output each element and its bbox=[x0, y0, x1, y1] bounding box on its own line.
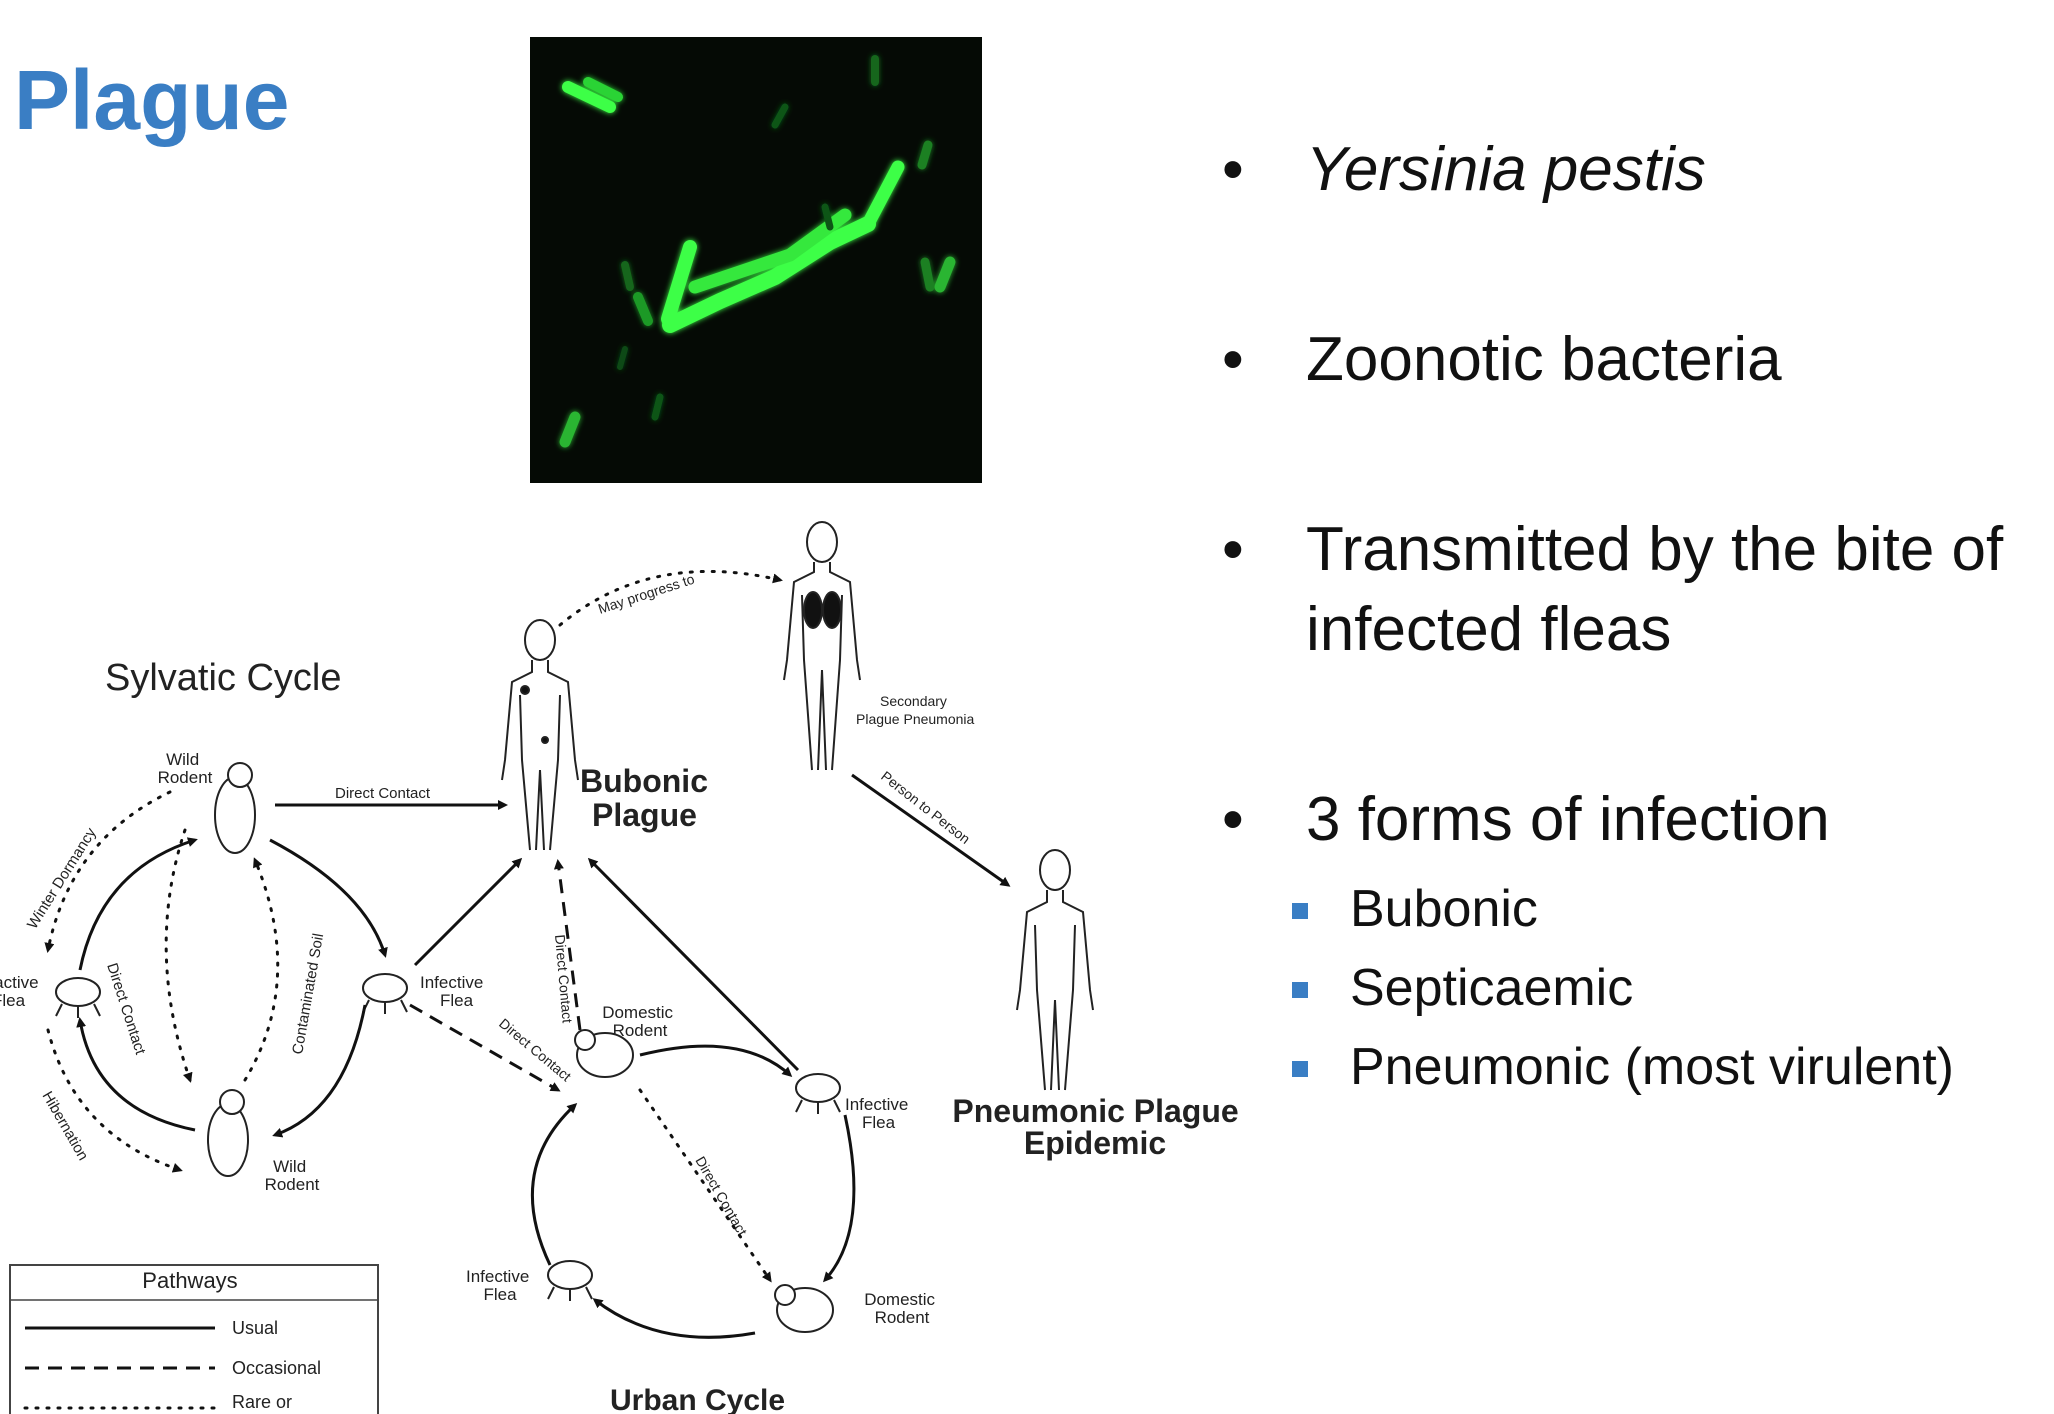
occasional-pathway-arrows bbox=[409, 859, 582, 1092]
direct-contact-diag-label: Direct Contact bbox=[496, 1015, 574, 1084]
inactive-flea-label: Inactive Flea bbox=[0, 973, 43, 1010]
bullet-text: Transmitted by the bite of infected flea… bbox=[1306, 515, 2004, 664]
pneumonic-epidemic-human-figure bbox=[1016, 849, 1094, 1091]
contaminated-soil-label: Contaminated Soil bbox=[289, 932, 327, 1056]
slide-title: Plague bbox=[14, 53, 290, 147]
sub-bullet-text: Pneumonic (most virulent) bbox=[1350, 1038, 1954, 1096]
sub-bullet-text: Septicaemic bbox=[1350, 959, 1634, 1017]
pneumonic-epidemic-label: Pneumonic Plague Epidemic bbox=[952, 1093, 1247, 1161]
infective-flea-left-label: Infective Flea bbox=[466, 1267, 534, 1304]
bullet-dot: • bbox=[1222, 515, 1244, 584]
domestic-rodent-bottom-label: Domestic Rodent bbox=[864, 1290, 940, 1327]
direct-contact-left-label: Direct Contact bbox=[103, 961, 149, 1057]
bubonic-plague-label: Bubonic Plague bbox=[580, 763, 717, 833]
bullet-text: Yersinia pestis bbox=[1306, 135, 1706, 204]
form-pneumonic: Pneumonic (most virulent) bbox=[1290, 1028, 2054, 1107]
inactive-flea-icon bbox=[55, 977, 101, 1018]
wild-rodent-top-label: Wild Rodent bbox=[158, 750, 213, 787]
bullet-type: • Zoonotic bacteria bbox=[1220, 320, 2054, 400]
square-bullet-icon bbox=[1292, 982, 1308, 998]
bullet-transmission: • Transmitted by the bite of infected fl… bbox=[1220, 510, 2054, 670]
wild-rodent-bottom-icon bbox=[207, 1089, 249, 1177]
usual-pathway-arrows bbox=[76, 773, 1011, 1339]
person-to-person-label: Person to Person bbox=[878, 768, 973, 847]
domestic-rodent-label: Domestic Rodent bbox=[602, 1003, 678, 1040]
infective-flea-icon bbox=[362, 973, 408, 1014]
direct-contact-top-label: Direct Contact bbox=[335, 785, 431, 802]
infective-flea-right-label: Infective Flea bbox=[845, 1095, 913, 1132]
urban-cycle-label: Urban Cycle bbox=[610, 1384, 785, 1414]
bullet-text: 3 forms of infection bbox=[1306, 785, 1830, 854]
square-bullet-icon bbox=[1292, 903, 1308, 919]
wild-rodent-top-icon bbox=[214, 762, 256, 854]
sylvatic-cycle-label: Sylvatic Cycle bbox=[105, 657, 342, 699]
legend-rare: Rare or bbox=[232, 1392, 292, 1412]
bullet-dot: • bbox=[1222, 785, 1244, 854]
bullet-organism: • Yersinia pestis bbox=[1220, 130, 2054, 210]
bullet-dot: • bbox=[1222, 325, 1244, 394]
bullet-list: • Yersinia pestis • Zoonotic bacteria • … bbox=[1220, 130, 2054, 1107]
rare-pathway-arrows bbox=[44, 570, 783, 1283]
secondary-pneumonia-human-figure bbox=[783, 521, 861, 771]
form-septicaemic: Septicaemic bbox=[1290, 949, 2054, 1028]
sub-bullet-text: Bubonic bbox=[1350, 880, 1538, 938]
secondary-pneumonia-label: Secondary Plague Pneumonia bbox=[856, 693, 975, 727]
infective-flea-left-icon bbox=[547, 1260, 593, 1301]
forms-sublist: Bubonic Septicaemic Pneumonic (most viru… bbox=[1220, 870, 2054, 1107]
legend-usual: Usual bbox=[232, 1318, 278, 1338]
infective-flea-label: Infective Flea bbox=[420, 973, 488, 1010]
bubonic-human-figure bbox=[501, 619, 579, 851]
infective-flea-right-icon bbox=[795, 1073, 841, 1114]
bacteria-micrograph bbox=[530, 37, 982, 483]
legend-title: Pathways bbox=[142, 1268, 237, 1293]
legend-occasional: Occasional bbox=[232, 1358, 321, 1378]
domestic-rodent-bottom-icon bbox=[774, 1284, 834, 1333]
direct-contact-urban-label: Direct Contact bbox=[692, 1154, 750, 1239]
plague-transmission-diagram: Sylvatic Cycle Urban Cycle Wild Rodent W… bbox=[0, 510, 1250, 1414]
bullet-dot: • bbox=[1222, 135, 1244, 204]
bullet-forms: • 3 forms of infection bbox=[1220, 780, 2054, 860]
may-progress-to-label: May progress to bbox=[596, 571, 697, 617]
form-bubonic: Bubonic bbox=[1290, 870, 2054, 949]
pathways-legend: Pathways Usual Occasional Rare or bbox=[9, 1264, 379, 1414]
bullet-text: Zoonotic bacteria bbox=[1306, 325, 1782, 394]
hibernation-label: Hibernation bbox=[39, 1089, 92, 1164]
square-bullet-icon bbox=[1292, 1061, 1308, 1077]
wild-rodent-bottom-label: Wild Rodent bbox=[265, 1157, 320, 1194]
domestic-rodent-icon bbox=[574, 1029, 634, 1078]
winter-dormancy-label: Winter Dormancy bbox=[24, 824, 100, 932]
